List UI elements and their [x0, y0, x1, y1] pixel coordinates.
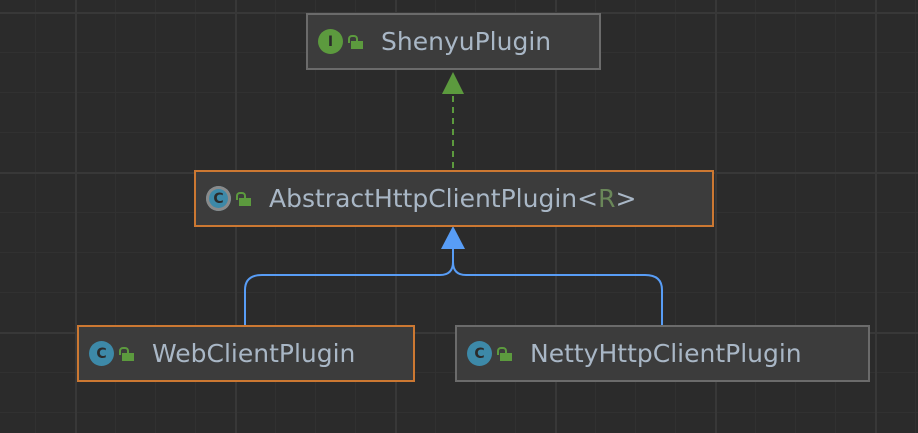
class-icon: C [467, 341, 492, 366]
public-lock-icon [236, 191, 251, 206]
node-shenyu-plugin[interactable]: I ShenyuPlugin [306, 13, 601, 70]
node-netty-http-client-plugin[interactable]: C NettyHttpClientPlugin [455, 325, 870, 382]
class-icon: C [89, 341, 114, 366]
extends-arrowhead [441, 226, 465, 249]
node-abstract-http-client-plugin[interactable]: C AbstractHttpClientPlugin<R> [194, 170, 714, 227]
node-label: AbstractHttpClientPlugin<R> [269, 184, 637, 213]
implements-arrowhead [442, 72, 464, 94]
node-label: ShenyuPlugin [381, 27, 552, 56]
node-web-client-plugin[interactable]: C WebClientPlugin [77, 325, 415, 382]
public-lock-icon [497, 346, 512, 361]
public-lock-icon [119, 346, 134, 361]
interface-icon: I [318, 29, 343, 54]
node-label: WebClientPlugin [152, 339, 356, 368]
public-lock-icon [348, 34, 363, 49]
node-label: NettyHttpClientPlugin [530, 339, 802, 368]
abstract-class-icon: C [206, 186, 231, 211]
extends-edge-webclient [244, 248, 454, 325]
extends-edge-netty [452, 261, 663, 325]
